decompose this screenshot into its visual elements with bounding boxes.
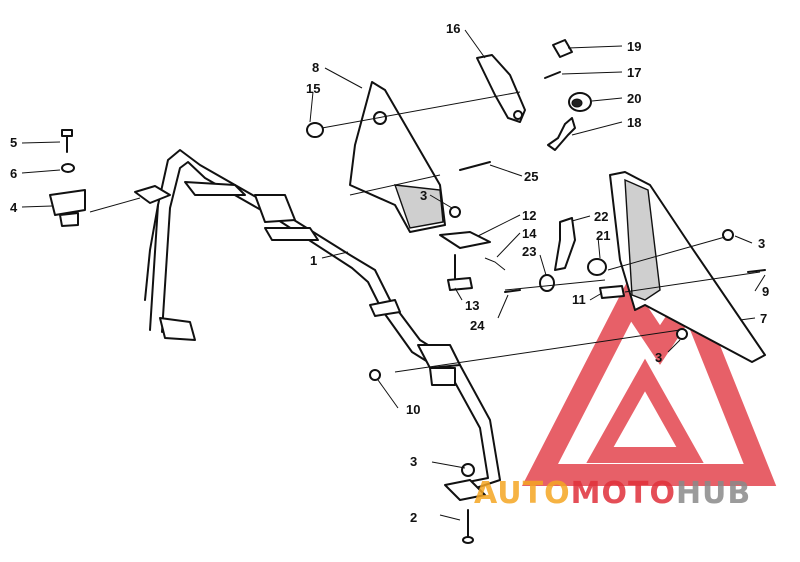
callout-8: 8 bbox=[312, 60, 319, 75]
assembly-lines bbox=[89, 91, 761, 373]
part-19-block bbox=[552, 39, 573, 58]
main-frame-part-1 bbox=[134, 149, 501, 501]
callout-15: 15 bbox=[306, 81, 320, 96]
part-2-bolt bbox=[462, 509, 474, 544]
watermark-auto: AUTO bbox=[474, 476, 571, 511]
callout-17: 17 bbox=[627, 65, 641, 80]
part-9-bolt bbox=[747, 269, 766, 273]
leader-lines bbox=[21, 29, 766, 521]
callout-7: 7 bbox=[760, 311, 767, 326]
part-11-block bbox=[599, 285, 625, 299]
nut-part-3-bottom bbox=[461, 463, 475, 477]
callout-5: 5 bbox=[10, 135, 17, 150]
callout-20: 20 bbox=[627, 91, 641, 106]
part-17-screw bbox=[544, 71, 561, 79]
nut-part-3-right bbox=[722, 229, 734, 241]
callout-24: 24 bbox=[470, 318, 485, 333]
right-plate-part-7 bbox=[609, 171, 766, 363]
svg-text:AUTOMOTOHUB: AUTOMOTOHUB bbox=[474, 476, 751, 511]
part-6-washer bbox=[61, 163, 75, 173]
part-25-pin bbox=[459, 161, 491, 171]
callout-14: 14 bbox=[522, 226, 537, 241]
callout-3-right: 3 bbox=[758, 236, 765, 251]
watermark-hub: HUB bbox=[676, 476, 751, 511]
callout-9: 9 bbox=[762, 284, 769, 299]
callout-13: 13 bbox=[465, 298, 479, 313]
nut-part-3-mid bbox=[676, 328, 688, 340]
callout-18: 18 bbox=[627, 115, 641, 130]
part-22-23-link bbox=[539, 217, 576, 292]
left-plate-part-8 bbox=[349, 81, 446, 233]
bracket-part-16 bbox=[476, 54, 526, 123]
callout-22: 22 bbox=[594, 209, 608, 224]
nut-part-10 bbox=[369, 369, 381, 381]
nut-part-3-top bbox=[449, 206, 461, 218]
callout-11: 11 bbox=[572, 292, 586, 307]
watermark-moto: MOTO bbox=[571, 476, 676, 511]
part-13-nutplate bbox=[447, 254, 473, 291]
part-18-hook bbox=[547, 117, 576, 151]
callout-labels: 1 2 3 3 3 3 4 5 6 7 8 9 10 11 12 13 14 1… bbox=[10, 21, 769, 525]
callout-16: 16 bbox=[446, 21, 460, 36]
part-21-bushing bbox=[587, 258, 607, 276]
callout-2: 2 bbox=[410, 510, 417, 525]
callout-12: 12 bbox=[522, 208, 536, 223]
callout-25: 25 bbox=[524, 169, 538, 184]
callout-3-top: 3 bbox=[420, 188, 427, 203]
callout-6: 6 bbox=[10, 166, 17, 181]
callout-21: 21 bbox=[596, 228, 610, 243]
part-24-bolt bbox=[504, 289, 521, 293]
callout-19: 19 bbox=[627, 39, 641, 54]
callout-3-mid: 3 bbox=[655, 350, 662, 365]
callout-23: 23 bbox=[522, 244, 536, 259]
callout-1: 1 bbox=[310, 253, 317, 268]
part-15-grommet bbox=[306, 122, 324, 138]
watermark-triangle-logo bbox=[521, 276, 777, 486]
part-14-spring bbox=[484, 257, 506, 271]
part-12-clip bbox=[439, 231, 491, 249]
part-20-bushing bbox=[568, 92, 592, 112]
watermark-text: AUTOMOTOHUB bbox=[474, 476, 751, 511]
part-5-bolt bbox=[61, 129, 73, 153]
callout-3-bottom: 3 bbox=[410, 454, 417, 469]
callout-4: 4 bbox=[10, 200, 18, 215]
callout-10: 10 bbox=[406, 402, 420, 417]
part-4-clamp bbox=[49, 189, 86, 227]
